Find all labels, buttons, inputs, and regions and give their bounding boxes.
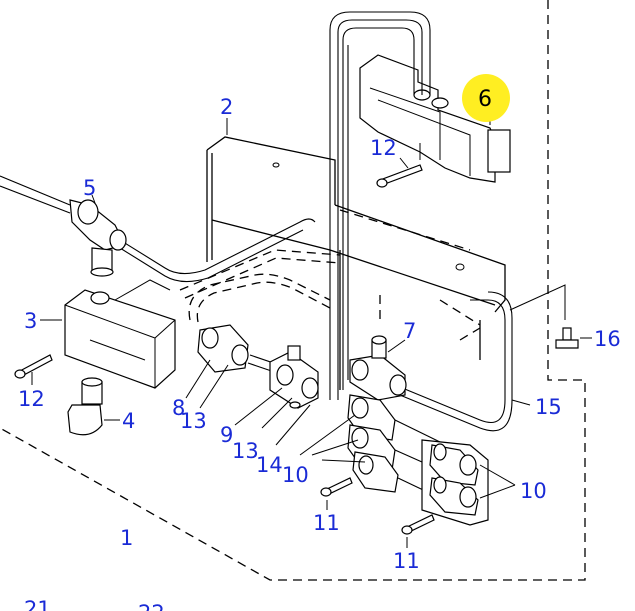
callout-8[interactable]: 8 (172, 396, 185, 420)
callout-4[interactable]: 4 (122, 409, 135, 433)
elbow-fitting (67, 377, 103, 436)
callout-labels: 1 2 3 4 5 6 7 8 9 10 10 11 11 12 12 13 1… (18, 87, 621, 611)
callout-14[interactable]: 14 (256, 453, 283, 477)
callout-10a[interactable]: 10 (282, 463, 309, 487)
callout-12b[interactable]: 12 (18, 387, 45, 411)
fitting-block-right (421, 439, 489, 526)
callout-21[interactable]: 21 (24, 597, 51, 611)
callout-7[interactable]: 7 (403, 319, 416, 343)
callout-9[interactable]: 9 (220, 423, 233, 447)
callout-2[interactable]: 2 (220, 95, 233, 119)
frame-dashed-outline (0, 0, 586, 581)
callout-6[interactable]: 6 (478, 87, 492, 112)
fitting-tee-middle (269, 345, 319, 409)
callout-16[interactable]: 16 (594, 327, 621, 351)
fitting-tee-7 (349, 335, 407, 401)
tube-loop-right (394, 284, 566, 432)
tube-vertical-loop (329, 11, 431, 400)
fitting-bank-14 (347, 394, 441, 499)
callout-1[interactable]: 1 (120, 526, 133, 550)
mounting-plate (206, 136, 506, 390)
callout-5[interactable]: 5 (83, 176, 96, 200)
callout-11a[interactable]: 11 (313, 511, 340, 535)
callout-15[interactable]: 15 (535, 395, 562, 419)
tube-hidden-loop (179, 209, 471, 323)
callout-11b[interactable]: 11 (393, 549, 420, 573)
fitting-inline-left (197, 324, 301, 381)
valve-manifold (359, 54, 511, 183)
callout-12a[interactable]: 12 (370, 136, 397, 160)
callout-10b[interactable]: 10 (520, 479, 547, 503)
tube-left-long (0, 175, 316, 283)
fitting-tee-left (69, 199, 127, 277)
highlight-circle (462, 74, 510, 122)
screws (14, 164, 579, 535)
callout-22[interactable]: 22 (138, 601, 165, 611)
callout-13a[interactable]: 13 (180, 409, 207, 433)
callout-13b[interactable]: 13 (232, 439, 259, 463)
solenoid-valve-left (64, 279, 176, 389)
leader-lines (31, 108, 592, 548)
callout-3[interactable]: 3 (24, 309, 37, 333)
